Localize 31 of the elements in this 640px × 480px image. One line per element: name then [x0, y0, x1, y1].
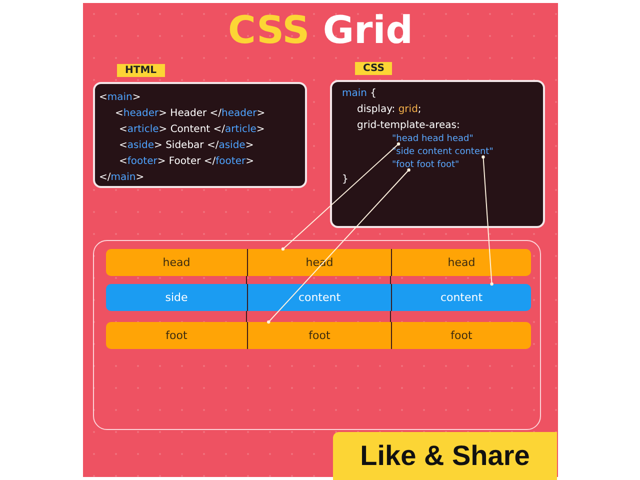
leader-line [267, 168, 410, 324]
code-line: <main> [99, 92, 141, 103]
section-label: HTML [117, 64, 165, 77]
code-string: "side content content" [392, 147, 494, 157]
code-line: <article> Content </article> [119, 124, 265, 135]
grid-cell: head [391, 249, 531, 276]
grid-cell: side [106, 284, 247, 311]
code-line: main { [342, 88, 377, 99]
code-panel [330, 80, 545, 228]
grid-cell: content [391, 284, 531, 311]
code-line: <header> Header </header> [115, 108, 266, 119]
code-line: grid-template-areas: [357, 120, 460, 131]
leader-line [482, 155, 494, 286]
grid-cell: foot [391, 322, 531, 349]
grid-container [93, 240, 541, 430]
leader-line [281, 142, 400, 251]
code-string: "head head head" [392, 134, 474, 144]
call-to-action-banner: Like & Share [333, 432, 557, 480]
code-line: <footer> Footer </footer> [119, 156, 254, 167]
grid-cell: foot [106, 322, 247, 349]
grid-cell: content [247, 284, 391, 311]
code-panel [93, 82, 307, 188]
section-label: CSS [355, 62, 392, 75]
code-line: } [342, 174, 348, 185]
grid-cell: foot [247, 322, 391, 349]
code-line: <aside> Sidebar </aside> [119, 140, 254, 151]
title: CSS Grid [226, 8, 414, 52]
code-line: </main> [99, 172, 144, 183]
code-line: display: grid; [357, 104, 422, 115]
grid-cell: head [106, 249, 247, 276]
code-string: "foot foot foot" [392, 160, 460, 170]
